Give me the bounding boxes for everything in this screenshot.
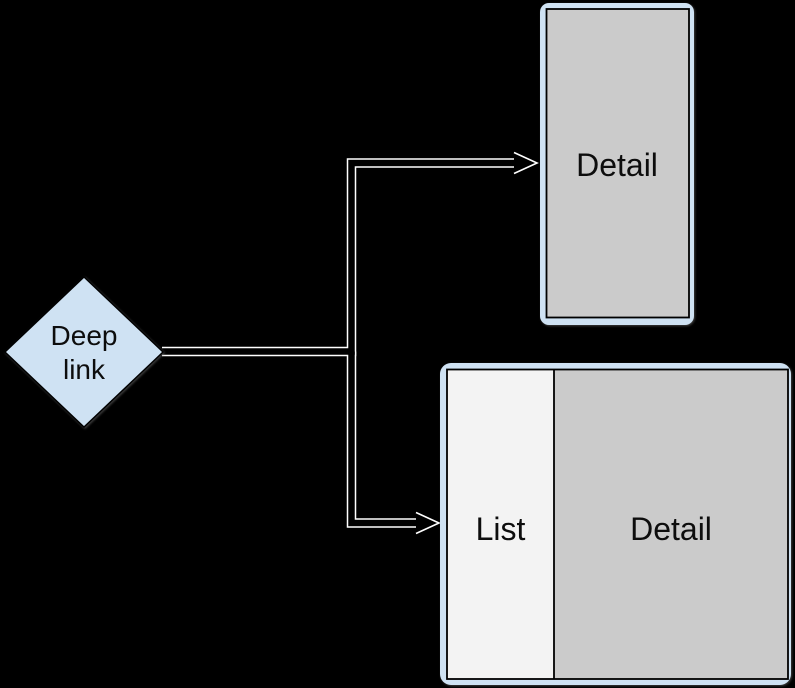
arrowhead-to-listdetail-icon — [415, 511, 441, 535]
list-pane-fill — [447, 369, 554, 679]
detail-split-pane-label: Detail — [630, 511, 712, 547]
detail-split-pane-fill — [554, 369, 788, 679]
list-pane-label: List — [476, 511, 526, 547]
list-detail-border — [446, 368, 789, 680]
arrowhead-to-detail-icon — [513, 151, 539, 175]
connector-deeplink-to-detail-core — [162, 159, 518, 355]
connector-deeplink-to-listdetail-core — [348, 351, 420, 527]
deep-link-node: Deep link — [3, 276, 165, 428]
connector-cores — [162, 159, 518, 527]
connector-deeplink-to-listdetail-outline — [346, 351, 420, 528]
detail-pane-fill — [546, 9, 689, 318]
detail-pane-border — [545, 8, 690, 319]
deep-link-label-line1: Deep — [51, 320, 118, 351]
deep-link-diamond — [3, 276, 165, 428]
detail-pane-label: Detail — [576, 147, 658, 183]
connector-deeplink-to-detail-outline — [162, 158, 518, 357]
deep-link-label-line2: link — [63, 354, 106, 385]
detail-pane-node: Detail — [540, 3, 694, 325]
list-detail-node: List Detail — [440, 363, 791, 685]
